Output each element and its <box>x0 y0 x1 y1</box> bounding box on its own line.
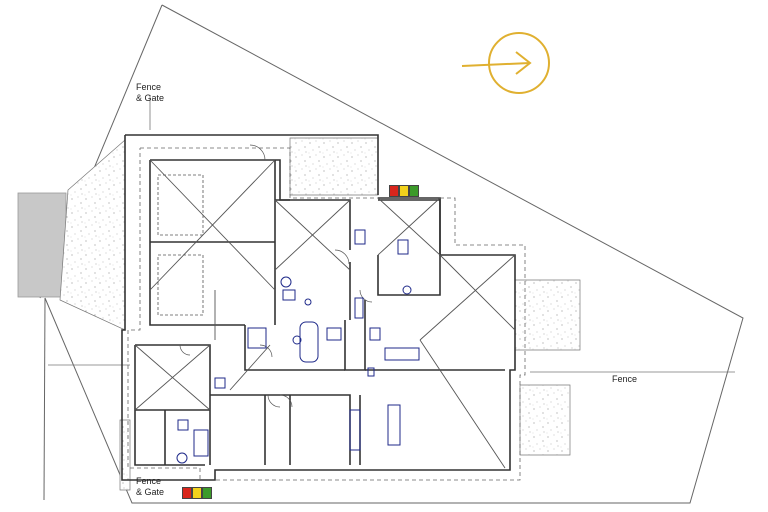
gate-label-top-line2: & Gate <box>136 93 165 103</box>
garage-outlines <box>157 174 204 316</box>
paving-left <box>17 192 67 298</box>
lot-boundary <box>39 4 744 504</box>
color-swatches-bottom <box>182 487 212 499</box>
swatch-green <box>202 487 212 499</box>
swatch-green <box>409 185 419 197</box>
door-swings <box>179 144 373 408</box>
roof-lines <box>134 159 516 469</box>
fixtures <box>176 229 420 464</box>
fence-label-top-line1: Fence <box>136 82 162 92</box>
north-arrow-icon <box>461 32 550 94</box>
gate-label-bottom-line2: & Gate <box>136 487 165 497</box>
swatch-red <box>182 487 192 499</box>
swatch-yellow <box>399 185 409 197</box>
fence-gate-label-top: Fence & Gate <box>136 82 164 104</box>
fence-lines <box>48 95 735 373</box>
swatch-yellow <box>192 487 202 499</box>
fence-gate-label-bottom: Fence & Gate <box>136 476 164 498</box>
swatch-red <box>389 185 399 197</box>
fence-label-right: Fence <box>612 374 638 384</box>
color-swatches-top <box>389 185 419 197</box>
fence-label-bottom-line1: Fence <box>136 476 162 486</box>
garden-areas <box>59 137 581 491</box>
eave-line <box>127 147 526 481</box>
